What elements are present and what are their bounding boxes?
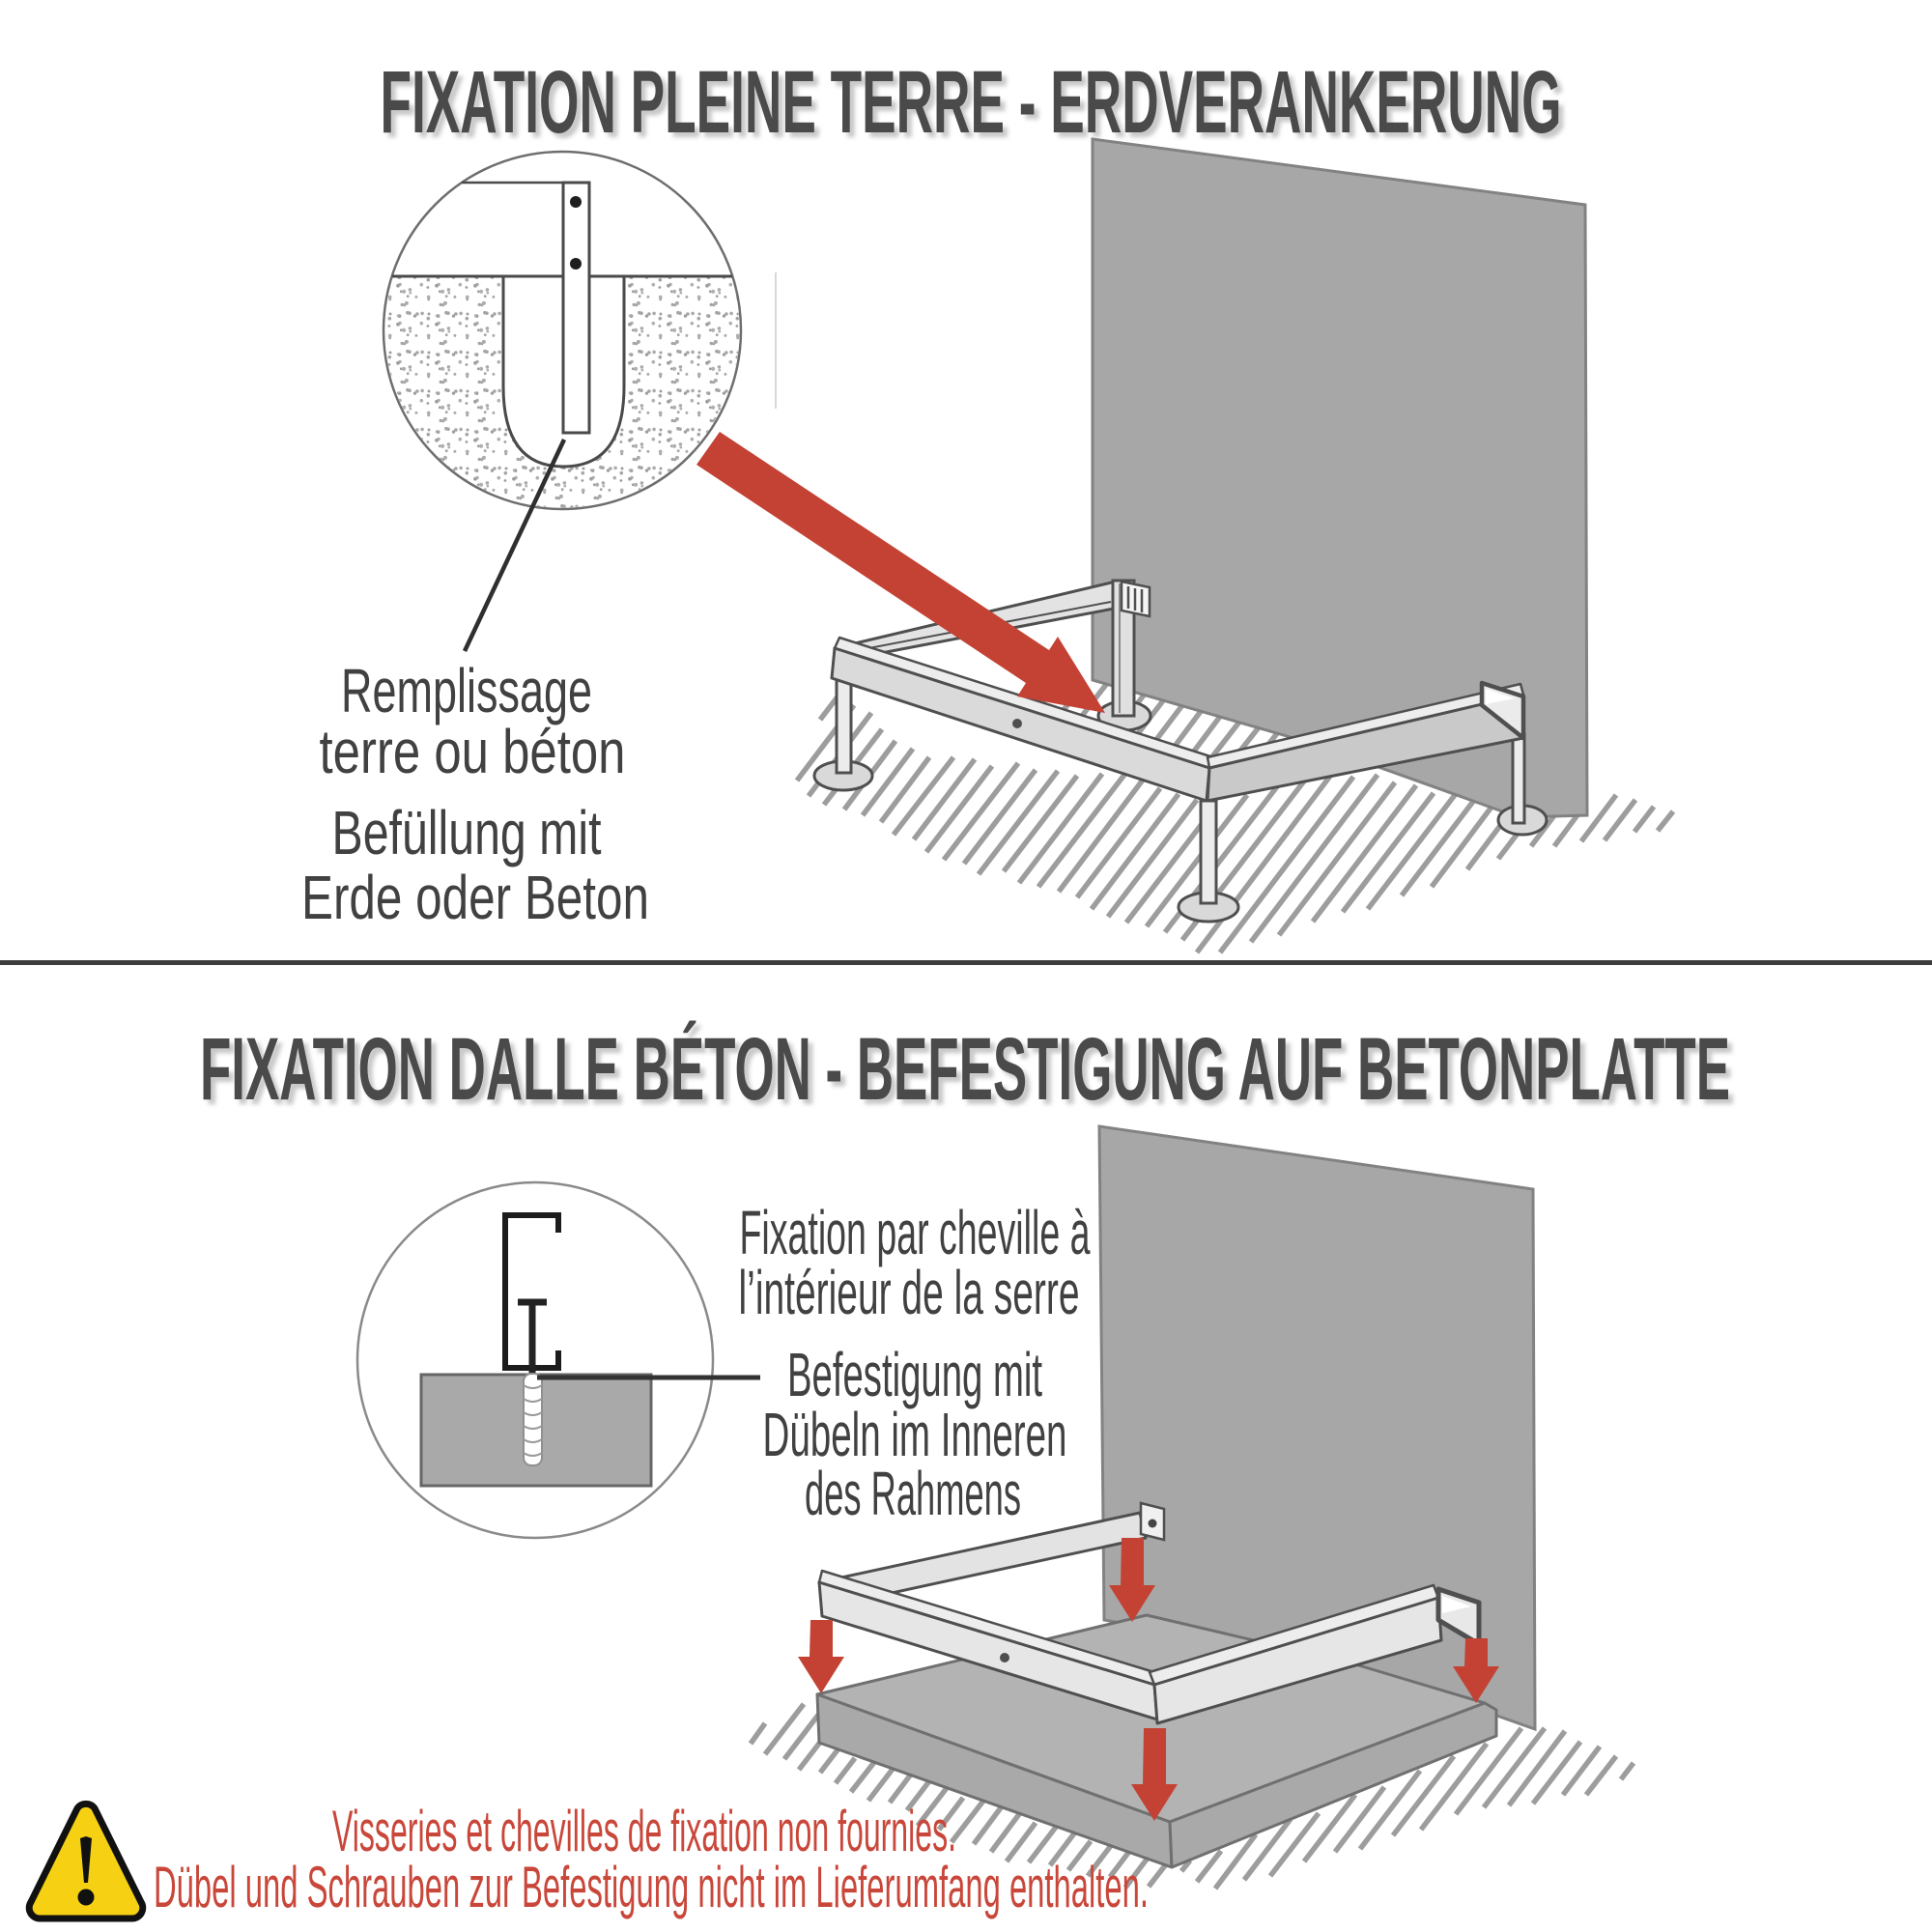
svg-text:Visseries et chevilles de fixa: Visseries et chevilles de fixation non f… — [332, 1799, 956, 1863]
svg-text:FIXATION DALLE BÉTON - BEFESTI: FIXATION DALLE BÉTON - BEFESTIGUNG AUF B… — [205, 1024, 1735, 1123]
svg-text:Fixation par cheville à: Fixation par cheville à — [740, 1198, 1091, 1267]
svg-text:Dübel und Schrauben zur Befest: Dübel und Schrauben zur Befestigung nich… — [154, 1855, 1149, 1919]
svg-text:FIXATION DALLE BÉTON - BEFESTI: FIXATION DALLE BÉTON - BEFESTIGUNG AUF B… — [200, 1019, 1730, 1119]
svg-text:Remplissage: Remplissage — [341, 656, 592, 725]
svg-text:Dübeln im Inneren: Dübeln im Inneren — [763, 1400, 1067, 1469]
svg-text:FIXATION PLEINE TERRE - ERDVER: FIXATION PLEINE TERRE - ERDVERANKERUNG — [381, 53, 1562, 152]
svg-text:terre ou béton: terre ou béton — [320, 717, 626, 786]
svg-text:Befüllung mit: Befüllung mit — [332, 798, 602, 867]
svg-text:des Rahmens: des Rahmens — [805, 1459, 1021, 1528]
svg-text:Erde oder Beton: Erde oder Beton — [301, 863, 649, 932]
svg-text:Befestigung mit: Befestigung mit — [787, 1340, 1042, 1409]
svg-text:FIXATION PLEINE TERRE - ERDVER: FIXATION PLEINE TERRE - ERDVERANKERUNG — [385, 58, 1567, 156]
svg-text:l’intérieur de la serre: l’intérieur de la serre — [739, 1258, 1080, 1327]
